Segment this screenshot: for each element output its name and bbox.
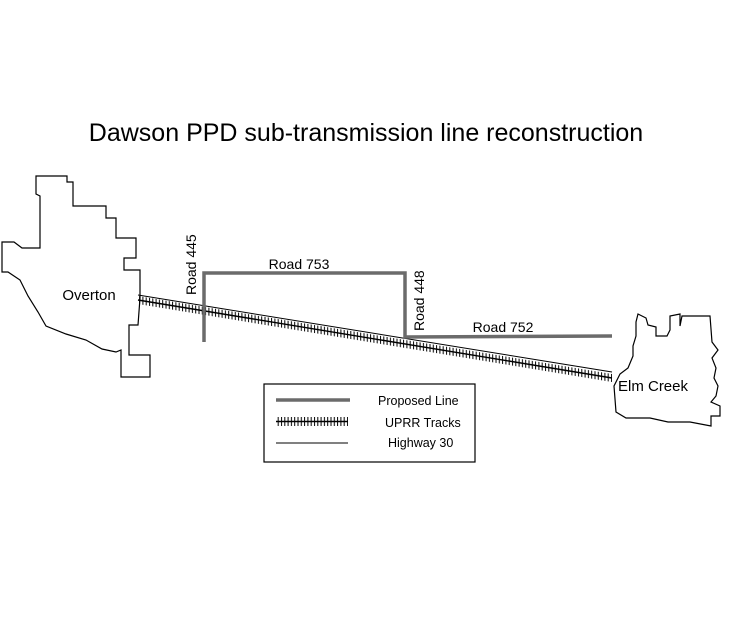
map-legend: Proposed Line UPRR Tracks Highway 30 [263,383,476,463]
overton-town-boundary [1,175,151,378]
uprr-tracks-line [137,296,613,382]
road-445-label: Road 445 [183,234,199,295]
map-title: Dawson PPD sub-transmission line reconst… [89,119,643,147]
road-448-label: Road 448 [411,270,427,331]
highway-30-line [137,294,613,373]
road-752-label: Road 752 [473,319,534,335]
legend-proposed-line-label: Proposed Line [378,394,459,408]
legend-highway-30-label: Highway 30 [388,436,453,450]
elm-creek-town-boundary [613,313,721,427]
uprr-tracks-legend-icon [276,417,348,426]
proposed-line-route [202,271,613,342]
road-753-label: Road 753 [269,256,330,272]
legend-uprr-tracks-label: UPRR Tracks [385,416,461,430]
elm-creek-label: Elm Creek [618,378,689,395]
overton-label: Overton [62,287,115,304]
